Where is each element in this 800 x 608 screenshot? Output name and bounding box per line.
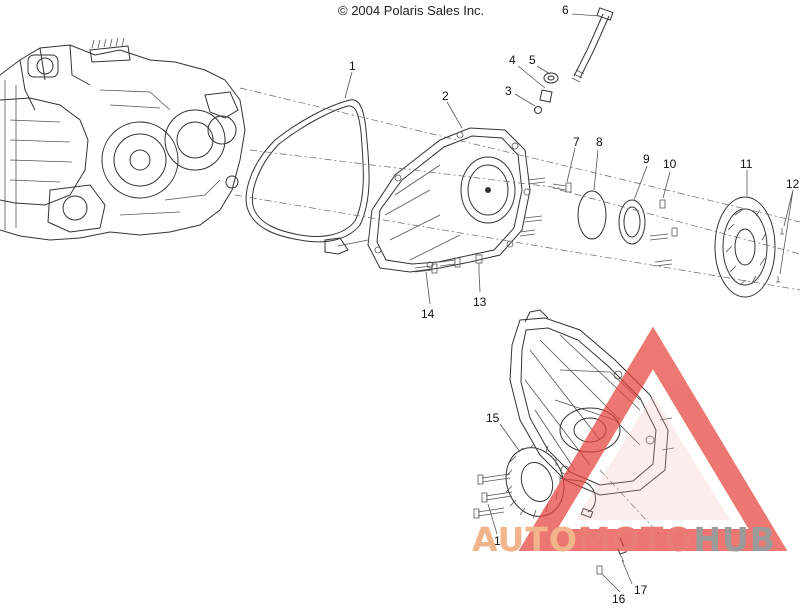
callout-6: 6 [562,3,569,17]
screw-16 [596,565,603,575]
callout-14-lower: 14 [494,534,508,548]
assembly-centerlines [234,87,800,536]
watermark-logo-text: AUTOMOTOHUB [472,520,776,559]
gasket [245,99,370,243]
bolt-14-lower [473,473,513,519]
callout-16: 16 [612,592,626,603]
callout-13: 13 [473,295,487,309]
callout-4: 4 [509,53,516,67]
callout-17: 17 [634,583,648,597]
watermark-triangle-logo [518,326,788,551]
outer-clutch-cover [324,127,531,273]
callout-12: 12 [786,177,800,191]
watermark-hub: HUB [693,520,776,559]
copyright-notice: © 2004 Polaris Sales Inc. [338,3,485,18]
bolt-7 [552,182,572,193]
callout-2: 2 [442,89,449,103]
callout-14-upper: 14 [421,307,435,321]
callout-3: 3 [505,84,512,98]
bolt-13 [475,254,483,272]
callout-11: 11 [740,157,753,171]
callout-9: 9 [643,152,650,166]
callout-15: 15 [486,411,500,425]
callout-8: 8 [596,135,603,149]
callout-leaders [344,13,794,593]
watermark-moto: MOTO [577,520,694,559]
bolt-14-set [414,177,673,274]
watermark-auto: AUTO [472,520,578,559]
screw-10 [659,199,678,237]
breather-tube-assembly [534,7,614,114]
callout-labels: 1 2 3 4 5 6 7 8 9 10 11 12 13 14 15 14 1… [349,3,800,606]
callout-10: 10 [663,157,677,171]
drive-sheave [714,196,776,298]
o-ring [577,190,607,240]
callout-5: 5 [529,53,536,67]
bearing-plate [618,199,646,245]
engine-block [0,37,246,241]
callout-7: 7 [573,135,580,149]
screw-12 [776,228,784,283]
callout-1: 1 [349,59,356,73]
